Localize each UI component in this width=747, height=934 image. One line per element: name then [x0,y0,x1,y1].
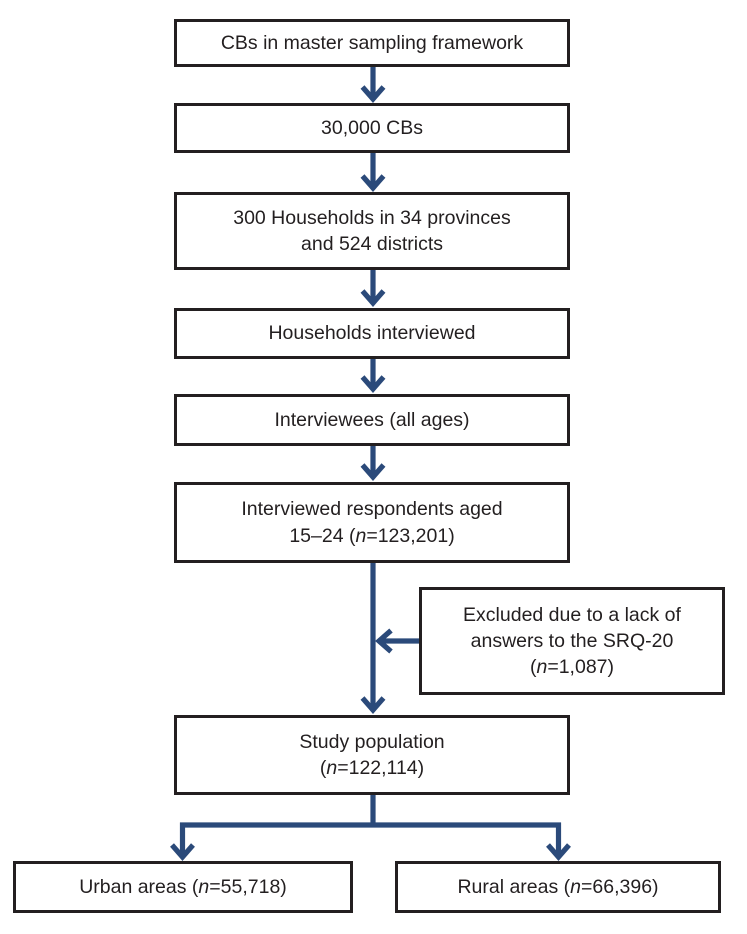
flow-box-cbs-count-label: 30,000 CBs [321,116,423,139]
excluded-count-prefix: ( [529,656,537,679]
flow-box-rural-areas-label: Rural areas (n=66,396) [457,874,658,900]
arrow-down-4 [360,359,386,393]
urban-label-prefix: Urban areas ( [79,875,199,898]
flow-box-households: 300 Households in 34 provinces and 524 d… [174,192,570,270]
flow-box-excluded: Excluded due to a lack of answers to the… [419,587,725,695]
arrow-down-6 [360,563,386,714]
excluded-n-symbol: n [536,656,548,679]
flow-box-study-population-line1: Study population [299,730,445,753]
study-population-count-prefix: ( [319,757,327,779]
excluded-count-value: =1,087) [547,656,615,679]
urban-count-value: =55,718) [209,875,287,898]
respondents-count-prefix: 15–24 ( [289,524,356,547]
flow-box-excluded-line1: Excluded due to a lack of [463,603,681,626]
flow-box-study-population-line2: (n=122,114) [320,755,424,781]
flow-box-rural-areas: Rural areas (n=66,396) [395,861,721,913]
flow-box-master-framework-label: CBs in master sampling framework [220,31,524,54]
flow-box-households-interviewed: Households interviewed [174,308,570,359]
flow-box-cbs-count: 30,000 CBs [174,103,570,153]
flow-box-households-interviewed-label: Households interviewed [268,322,476,345]
flow-box-master-framework: CBs in master sampling framework [174,19,570,67]
respondents-n-symbol: n [355,524,367,547]
flow-box-interviewees: Interviewees (all ages) [174,394,570,446]
arrow-down-2 [360,153,386,192]
flow-box-interviewees-label: Interviewees (all ages) [274,408,470,431]
respondents-count-value: =123,201) [366,524,455,547]
flow-box-excluded-line3: (n=1,087) [530,654,614,680]
rural-label-prefix: Rural areas ( [457,875,571,898]
arrow-down-1 [360,67,386,103]
flow-box-households-line2: and 524 districts [301,233,443,255]
arrow-left-excluded [375,628,419,654]
flow-box-households-line1: 300 Households in 34 provinces [233,206,511,229]
flow-box-excluded-line2: answers to the SRQ-20 [470,629,674,652]
study-population-n-symbol: n [326,757,338,779]
flow-box-urban-areas-label: Urban areas (n=55,718) [79,874,287,900]
rural-n-symbol: n [570,875,582,898]
rural-count-value: =66,396) [581,875,659,898]
arrow-down-5 [360,446,386,481]
flow-box-respondents: Interviewed respondents aged 15–24 (n=12… [174,482,570,563]
flow-box-respondents-line1: Interviewed respondents aged [241,498,503,521]
arrow-down-3 [360,270,386,307]
flow-box-study-population: Study population (n=122,114) [174,715,570,795]
flow-box-respondents-line2: 15–24 (n=123,201) [289,523,454,549]
study-population-count-value: =122,114) [337,757,425,779]
urban-n-symbol: n [198,875,210,898]
branch-connector [170,795,571,861]
flow-box-urban-areas: Urban areas (n=55,718) [13,861,353,913]
